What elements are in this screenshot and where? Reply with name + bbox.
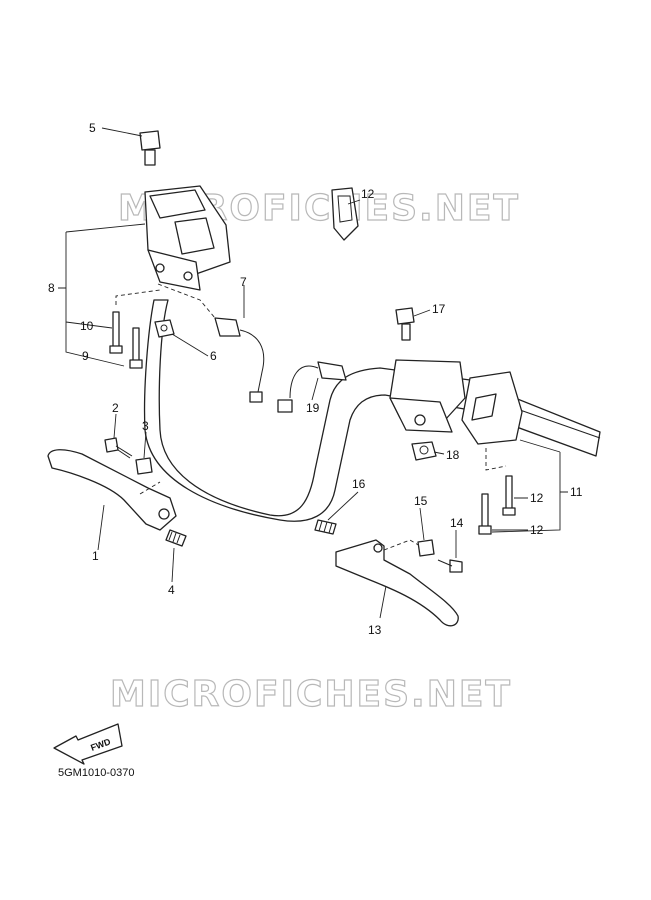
bolt-2: [104, 437, 133, 459]
callout-3: 3: [142, 419, 149, 433]
callout-5: 5: [89, 121, 96, 135]
callout-9: 9: [82, 349, 89, 363]
callout-2: 2: [112, 401, 119, 415]
spring-17: [314, 519, 337, 535]
bolt-18: [395, 307, 415, 341]
bolt-15: [437, 559, 463, 573]
callout-12-upper: 12: [530, 491, 544, 505]
right-lever-14: [335, 539, 459, 627]
callout-14: 13: [368, 623, 382, 637]
callout-4: 4: [168, 583, 175, 597]
switch-7: [214, 317, 265, 403]
callout-1: 1: [92, 549, 99, 563]
bolts-9-10: [109, 289, 161, 369]
callout-12-lower: 12: [530, 523, 544, 537]
nut-3: [135, 457, 153, 475]
callout-15: 14: [450, 516, 464, 530]
callout-8: 8: [48, 281, 55, 295]
callout-7: 7: [240, 275, 247, 289]
left-lever-bracket: [144, 185, 231, 319]
callout-19: 18: [446, 448, 460, 462]
bolt-5: [139, 130, 161, 166]
callout-6: 6: [210, 349, 217, 363]
switch-20: [277, 361, 347, 413]
callout-10: 10: [80, 319, 94, 333]
clip-13: [331, 187, 359, 241]
right-master-cylinder: [389, 359, 466, 433]
nut-16: [417, 539, 435, 557]
callout-18: 17: [432, 302, 446, 316]
bolts-12: [478, 475, 516, 535]
left-lever-1: [47, 449, 177, 531]
fwd-arrow: FWD: [53, 723, 123, 765]
callout-16: 15: [414, 494, 428, 508]
callout-13: 12: [361, 187, 375, 201]
spring-4: [165, 529, 187, 547]
nut-6: [154, 319, 175, 338]
watermark-bottom: MICROFICHES.NET: [110, 674, 512, 715]
leader-lines: [58, 127, 568, 619]
callout-20: 19: [306, 401, 320, 415]
callout-17: 16: [352, 477, 366, 491]
drawing-code: 5GM1010-0370: [58, 767, 134, 779]
right-switch-housing: [461, 371, 523, 471]
callout-11: 11: [570, 485, 583, 499]
nut-19: [411, 441, 437, 461]
handlebar: [143, 299, 601, 522]
